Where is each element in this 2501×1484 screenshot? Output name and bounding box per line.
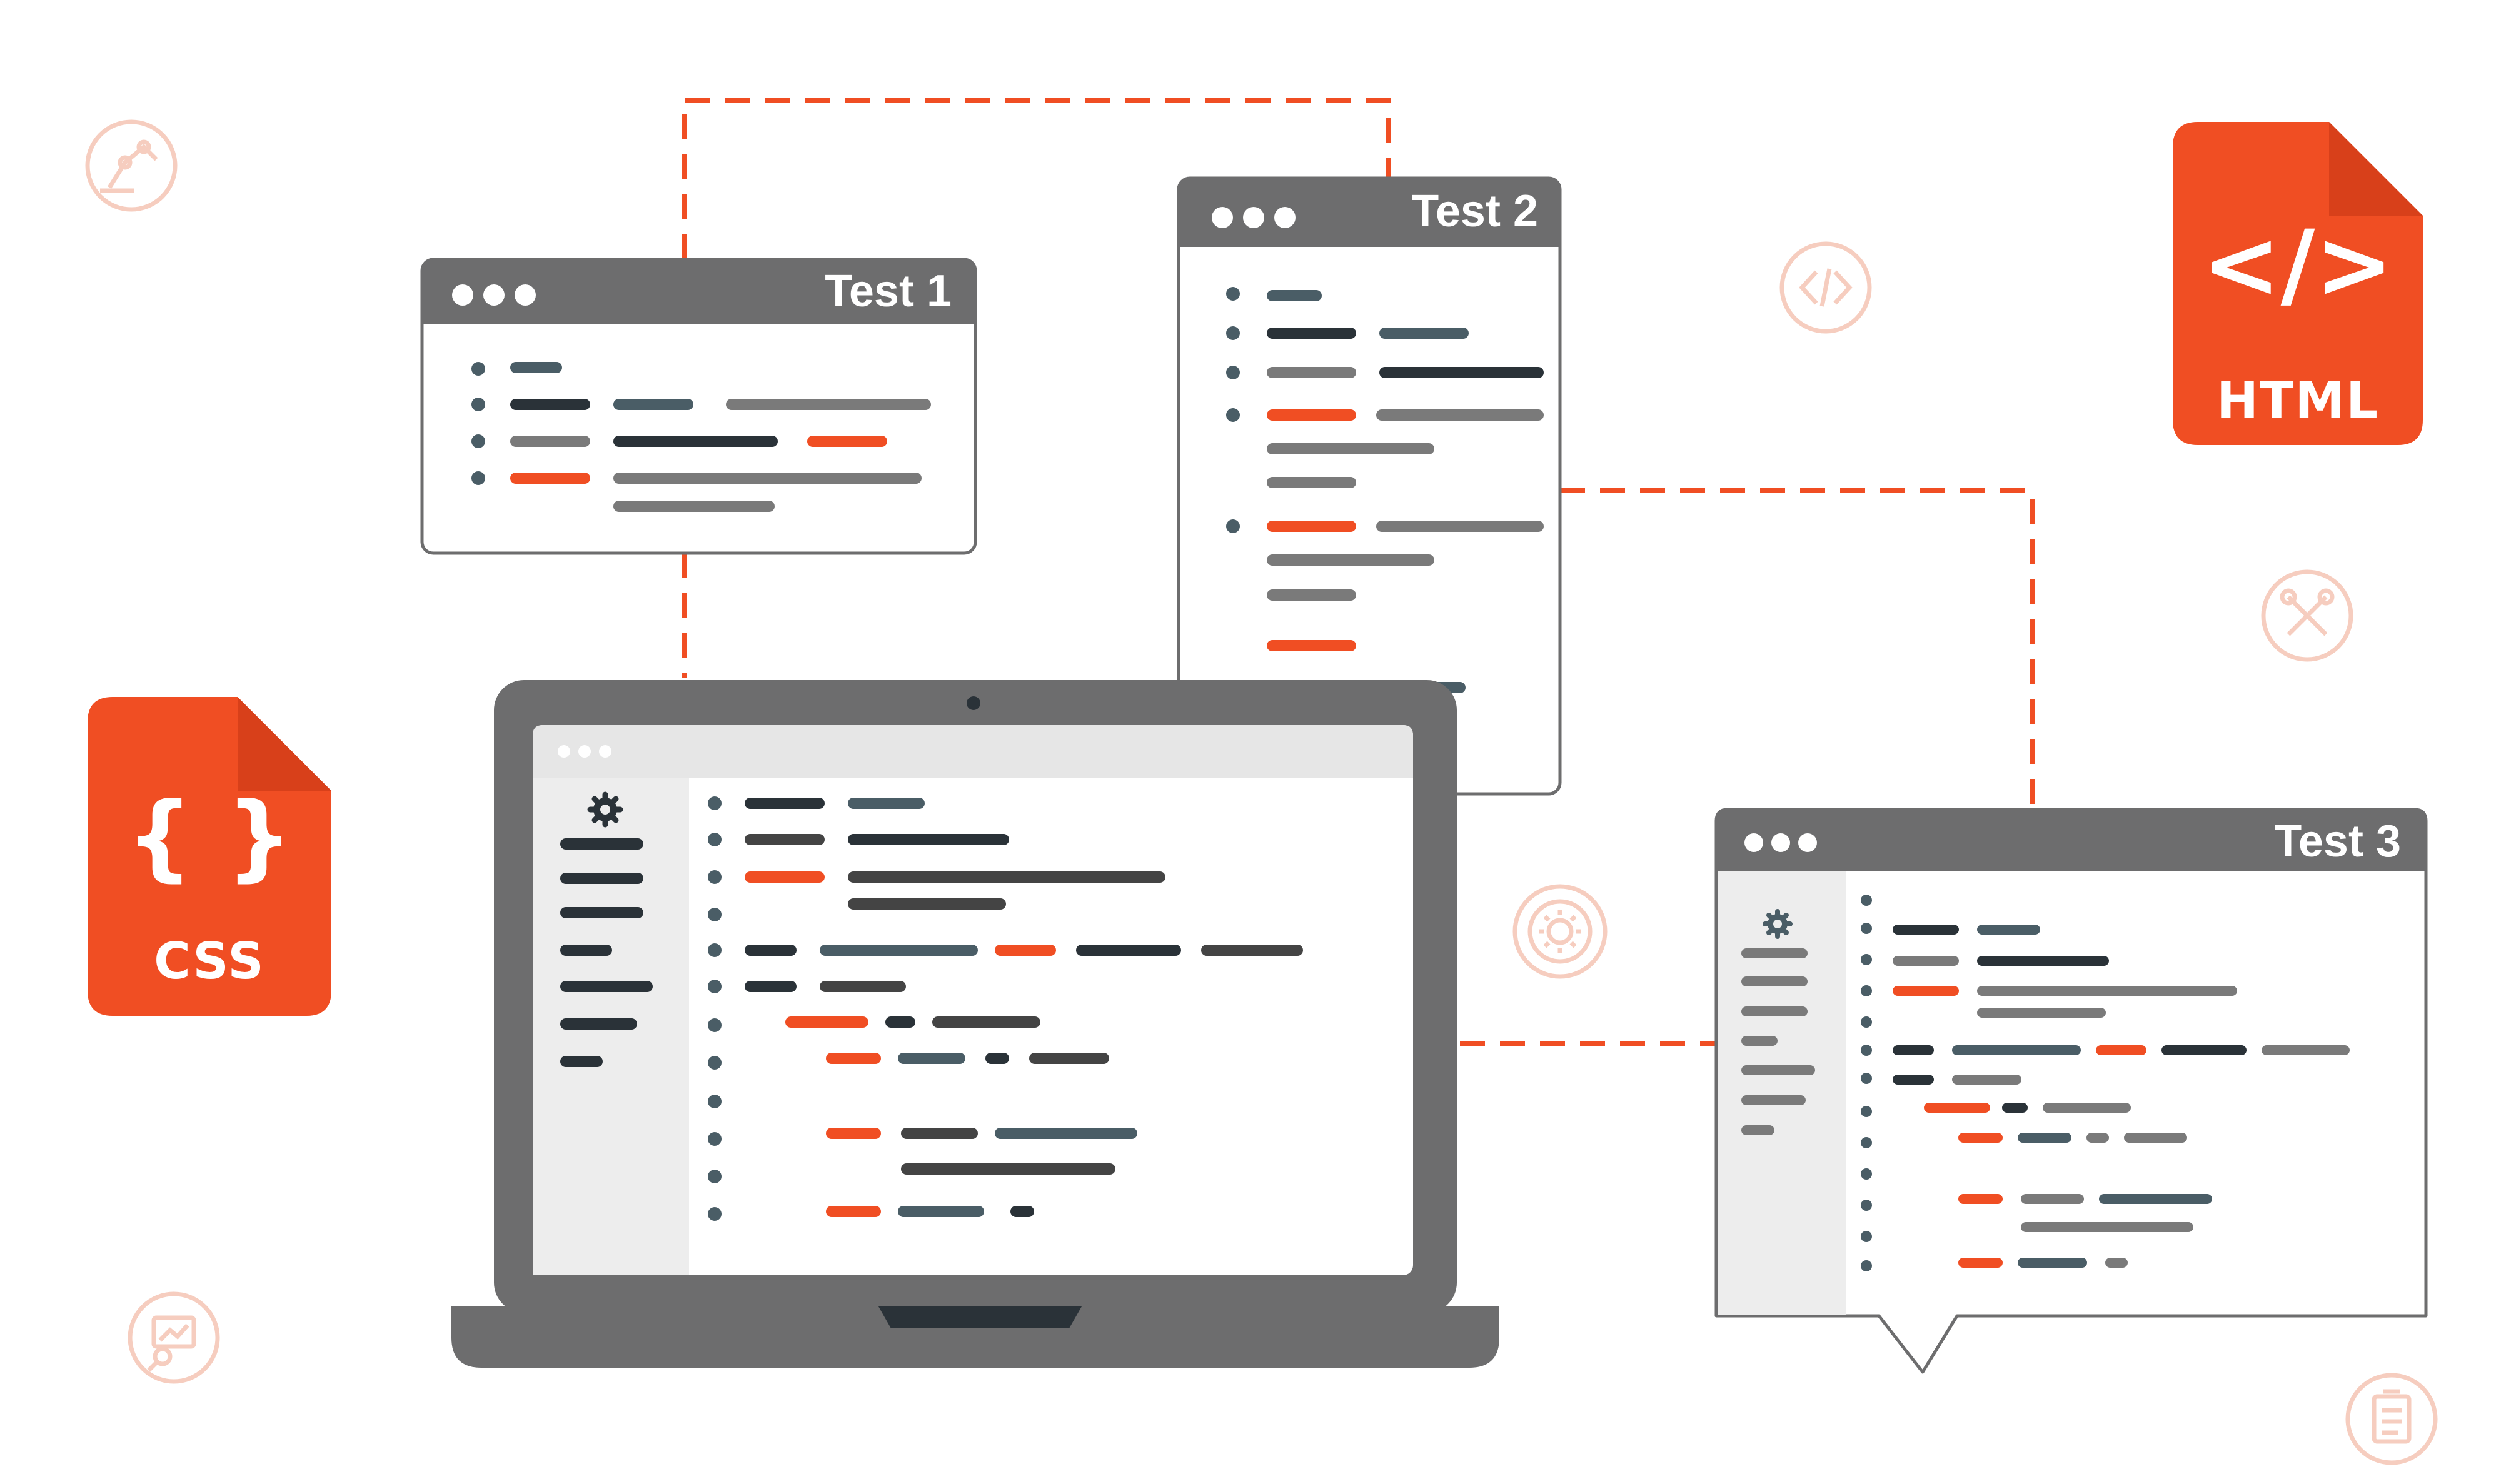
- html-file-code: </>: [2202, 211, 2393, 319]
- laptop-camera: [967, 696, 980, 710]
- tools-icon: [2261, 569, 2353, 662]
- test3-window: Test 3: [1714, 808, 2428, 1374]
- laptop-settings-icon: [587, 791, 623, 828]
- test2-window: Test 2: [1177, 176, 1562, 796]
- test3-title: Test 3: [2274, 816, 2401, 866]
- laptop-code-lines: [708, 796, 1303, 1221]
- laptop: [451, 680, 1499, 1368]
- test3-sidebar-lines: [1741, 948, 1815, 1135]
- code-icon: [1779, 241, 1872, 334]
- test3-code-lines: [1861, 895, 2350, 1271]
- laptop-sidebar-lines: [560, 838, 653, 1067]
- checklist-icon: [2345, 1373, 2438, 1465]
- test2-code-lines: [1226, 287, 1544, 693]
- test1-title: Test 1: [825, 266, 952, 316]
- html-file-label: HTML: [2217, 371, 2379, 429]
- html-file-icon: </> HTML: [2173, 122, 2423, 445]
- dashed-connectors: [682, 98, 2035, 1046]
- gear-icon: [1512, 884, 1608, 979]
- css-file-icon: { } CSS: [88, 697, 331, 1016]
- test1-code-lines: [471, 362, 931, 512]
- css-file-code: { }: [126, 783, 293, 891]
- connector-test1-test2: [682, 98, 1391, 259]
- css-file-label: CSS: [154, 932, 265, 990]
- test1-window: Test 1: [420, 258, 977, 555]
- connector-test2-test3: [1560, 488, 2035, 810]
- analytics-icon: [128, 1291, 220, 1384]
- test3-settings-icon: [1763, 909, 1793, 939]
- test2-title: Test 2: [1411, 186, 1538, 236]
- robot-arm-icon: [85, 119, 178, 212]
- laptop-base: [451, 1306, 1499, 1368]
- laptop-notch: [878, 1306, 1082, 1328]
